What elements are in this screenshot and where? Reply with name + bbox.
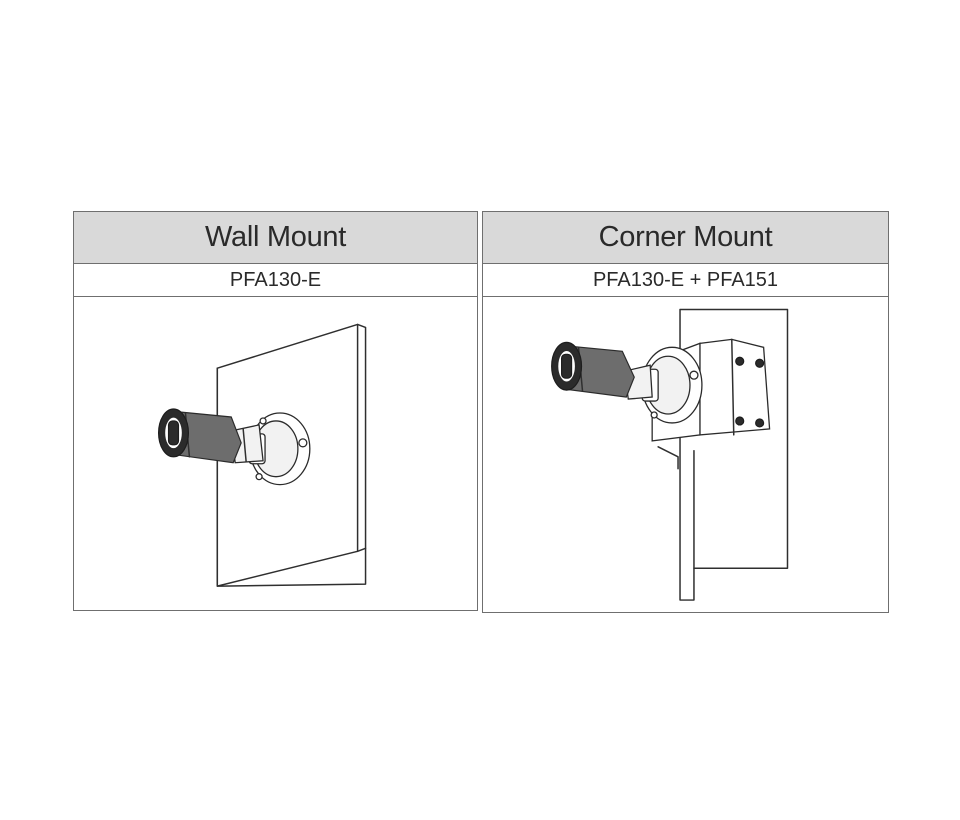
panel-model-number: PFA130-E + PFA151: [483, 264, 888, 297]
wall-mount-illustration: [157, 323, 367, 587]
corner-mount-panel: Corner Mount PFA130-E + PFA151: [482, 211, 889, 613]
panel-title: Corner Mount: [483, 212, 888, 264]
bullet-camera: [551, 341, 635, 398]
bullet-camera: [157, 408, 242, 464]
corner-mount-illustration: [551, 308, 789, 601]
junction-box: [248, 412, 311, 486]
wall-mount-panel: Wall Mount PFA130-E: [73, 211, 478, 611]
corner-wall: [679, 308, 789, 601]
panel-title: Wall Mount: [74, 212, 477, 264]
panel-model-number: PFA130-E: [74, 264, 477, 297]
